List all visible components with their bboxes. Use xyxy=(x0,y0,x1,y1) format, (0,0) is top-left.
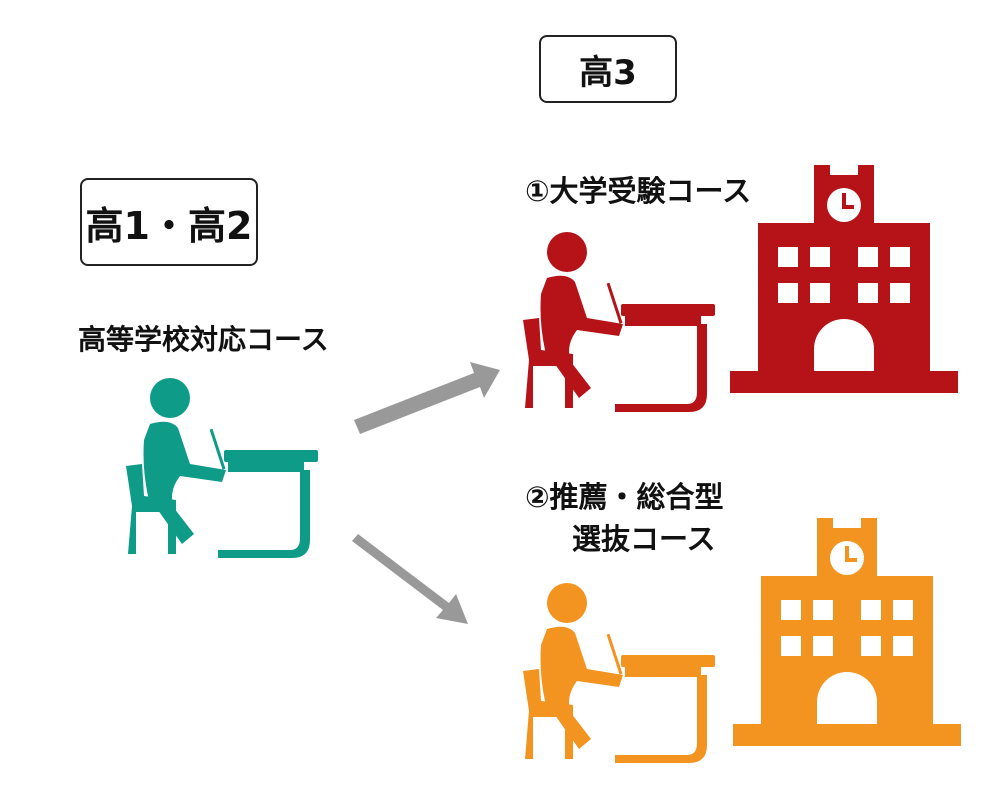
student-icon-highschool xyxy=(126,378,318,558)
grade-1-2-label: 高1・高2 xyxy=(80,178,258,266)
course-2-label-line2: 選抜コース xyxy=(572,522,716,556)
grade-3-label: 高3 xyxy=(539,35,677,103)
arrow-to-course-2 xyxy=(352,534,468,624)
school-building-icon-course-2 xyxy=(733,518,961,746)
student-icon-course-1 xyxy=(523,232,715,412)
course-2-label-line1: ②推薦・総合型 xyxy=(525,480,724,514)
course-1-label: ①大学受験コース xyxy=(525,174,752,208)
student-icon-course-2 xyxy=(523,583,715,763)
arrow-to-course-1 xyxy=(354,362,500,434)
highschool-course-label: 高等学校対応コース xyxy=(78,323,329,356)
school-building-icon-course-1 xyxy=(730,165,958,393)
